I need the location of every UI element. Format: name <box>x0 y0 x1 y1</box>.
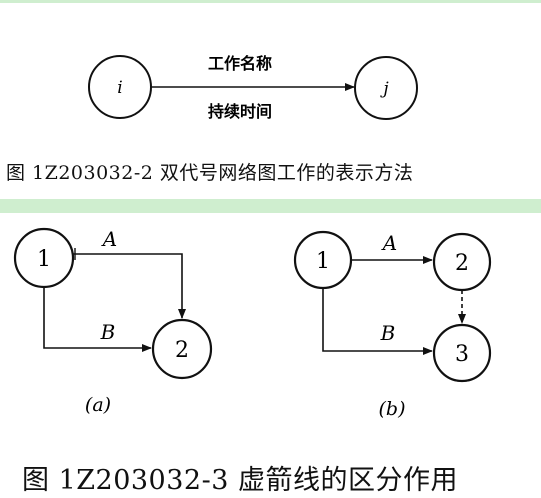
node-j-label: j <box>379 79 389 99</box>
arrow-a-path <box>73 253 186 319</box>
node-i-label: i <box>117 78 122 98</box>
divider-band <box>0 199 541 213</box>
arrow-b-b-path <box>322 288 433 355</box>
sub-a-label: (a) <box>85 394 111 416</box>
figure1-diagram: i j 工作名称 持续时间 <box>88 54 418 121</box>
arrow-a-label: A <box>101 227 117 251</box>
node-a1-label: 1 <box>37 247 51 272</box>
figure1-caption: 图 1Z203032-2 双代号网络图工作的表示方法 <box>6 162 414 184</box>
figure2-caption: 图 1Z203032-3 虚箭线的区分作用 <box>22 465 458 496</box>
node-j-circle <box>354 56 418 120</box>
sub-b-label: (b) <box>379 398 406 420</box>
arrow-b-label: B <box>100 320 116 344</box>
figure2b-diagram: 1 2 3 A B (b) <box>293 230 492 420</box>
arrow-b-b-label: B <box>380 321 396 345</box>
node-a2-circle <box>151 318 213 380</box>
node-b3-label: 3 <box>455 342 469 367</box>
arrow-b-path <box>43 287 152 352</box>
node-b3-circle <box>432 323 492 383</box>
node-b1-label: 1 <box>316 249 330 274</box>
work-name-label: 工作名称 <box>208 54 272 73</box>
node-a2-label: 2 <box>175 338 189 363</box>
arrow-b-a-label: A <box>381 231 397 255</box>
node-b2-label: 2 <box>455 251 469 276</box>
duration-label: 持续时间 <box>208 102 272 121</box>
figure2a-diagram: 1 2 A B (a) <box>13 227 213 416</box>
top-band <box>0 0 541 3</box>
